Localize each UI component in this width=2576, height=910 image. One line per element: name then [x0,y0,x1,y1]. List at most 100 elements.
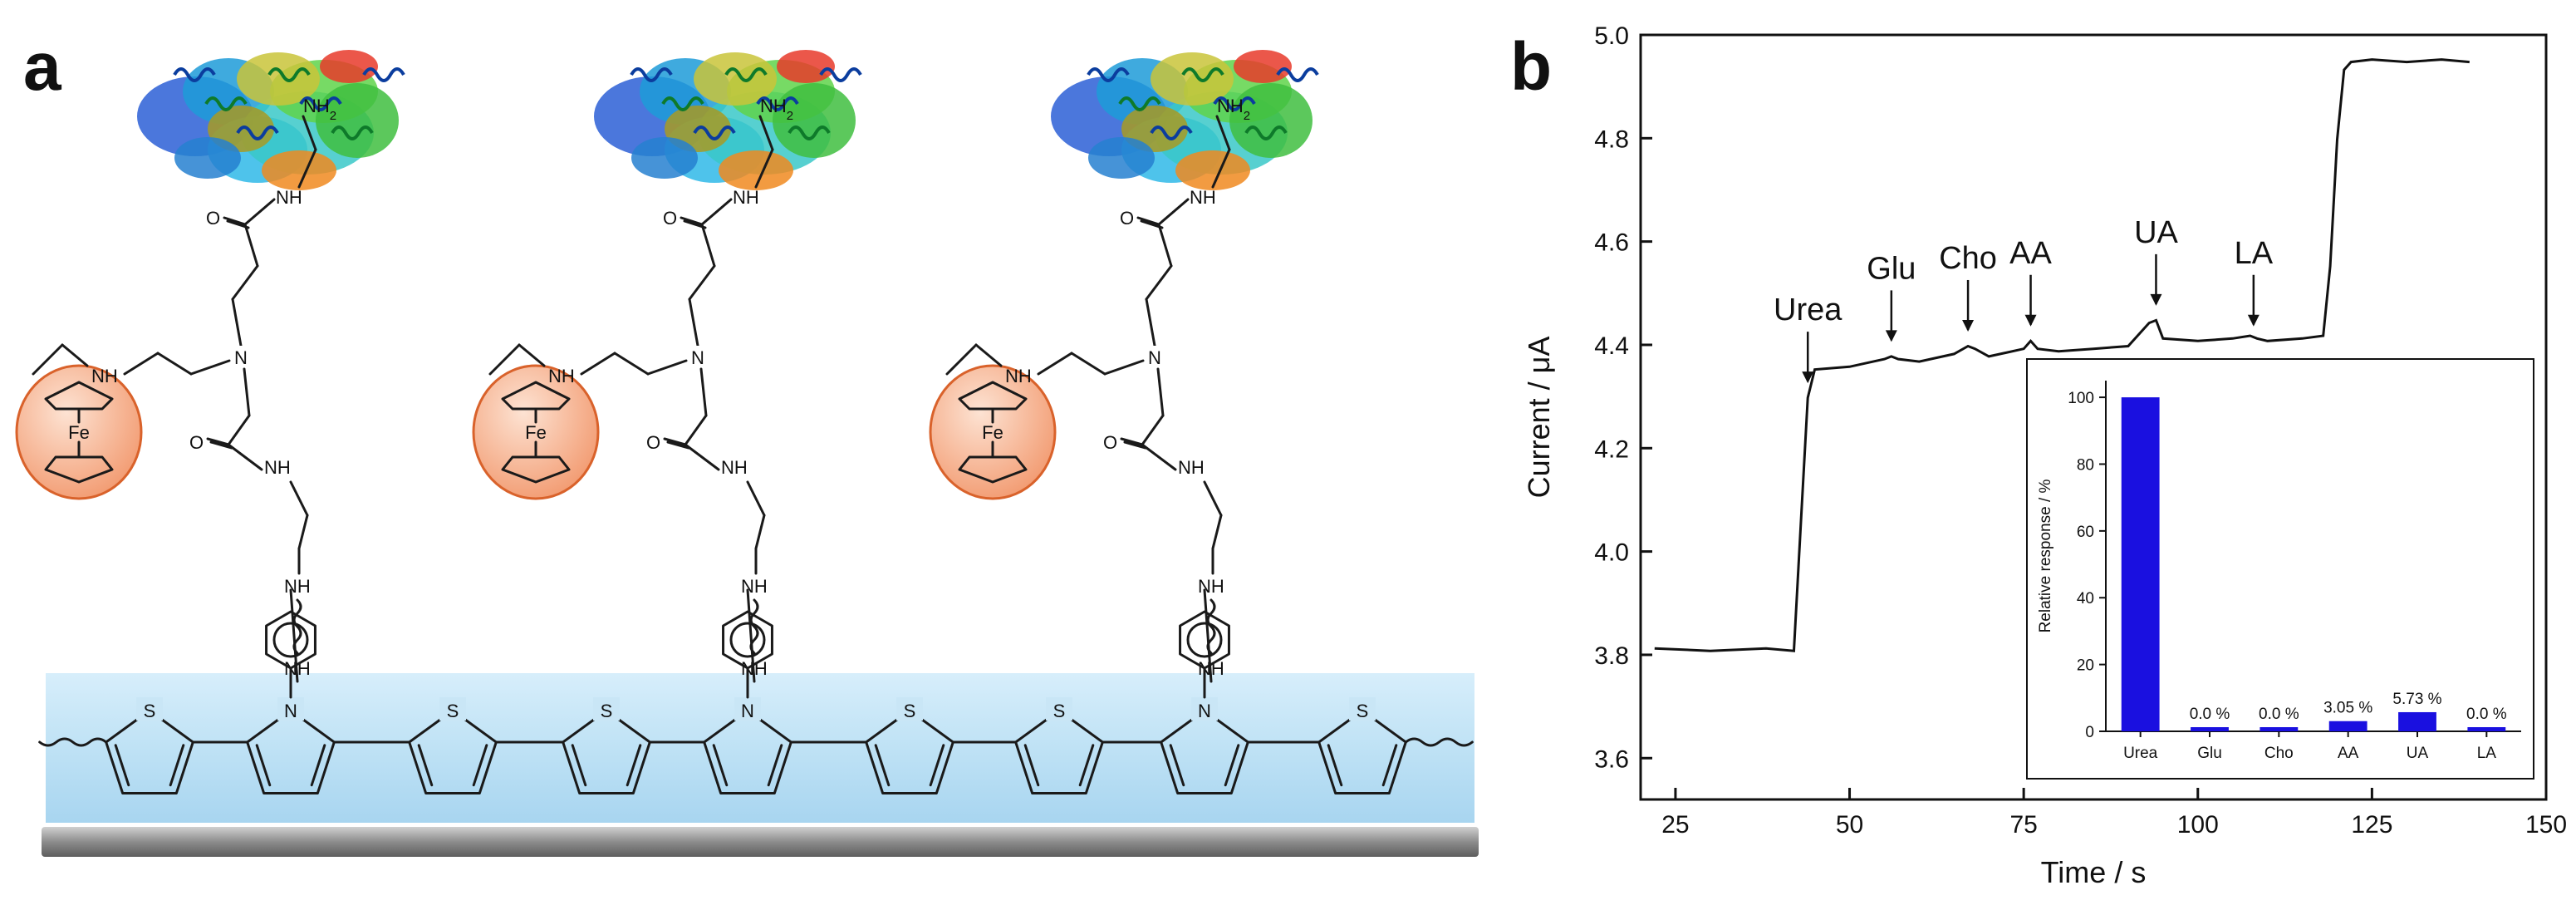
nh-atom: NH [276,187,302,208]
ring-s-2: S [408,697,498,794]
bond [206,437,230,446]
secondary-structure [1118,96,1161,111]
nitrogen-atom: N [284,701,297,721]
secondary-structure [1087,67,1130,82]
oxygen-atom: O [206,208,220,229]
cyclopentadienyl-bottom [501,455,571,484]
bond [1203,480,1223,517]
nh-atom: NH [1190,187,1216,208]
nh2-atom: NH2 [303,96,336,123]
inset-y-tick-label: 40 [2077,590,2094,607]
cyclopentadienyl-top [958,381,1028,411]
cyclopentadienyl-bottom [44,455,114,484]
protein-domain [1229,83,1313,158]
bond [1157,198,1190,226]
secondary-structure [724,67,768,82]
atom-bg [688,346,708,367]
annotation-label-aa: AA [2009,236,2052,271]
ring-outline [105,709,194,794]
bond [754,148,774,189]
ring-s-8: S [1317,697,1407,794]
bond [243,367,251,417]
bond-carbonyl-down [1141,414,1165,446]
nh-atom: NH [1178,457,1205,478]
double-bond [255,744,272,787]
x-tick-label: 50 [1836,811,1863,839]
bond [297,148,317,189]
oxygen-atom: O [663,208,677,229]
oxygen-atom: O [1120,208,1134,229]
electrode-substrate [42,827,1479,857]
bond [1141,443,1177,471]
double-bond-co [1140,219,1164,229]
protein-domain [316,83,399,158]
ring-outline [408,709,498,794]
bar-value-label: 5.73 % [2392,691,2441,708]
secondary-structure [1276,67,1319,82]
inset-y-tick-label: 80 [2077,456,2094,474]
bond-n-up [1145,298,1156,347]
bond [189,359,231,376]
panel-letter-a: a [23,29,62,105]
bond [700,198,733,226]
y-tick-label: 4.6 [1594,229,1629,257]
bond [1120,437,1144,446]
protein-domain [1088,137,1155,179]
arrow-head [1885,330,1897,342]
sulfur-atom: S [1357,701,1369,721]
bar-value-label: 3.05 % [2323,700,2372,717]
bond [1103,359,1145,376]
bond [1037,352,1073,376]
inset-x-tick-label: Glu [2197,745,2222,762]
bond-to-ferrocene [488,343,521,376]
nh2-atom: NH2 [1217,96,1250,123]
oxygen-atom: O [189,432,204,453]
double-bond [1381,744,1398,787]
bond-n-up [688,298,699,347]
bond [663,437,687,446]
protein-domain [719,150,793,190]
double-bond [472,744,488,787]
bond-to-ferrocene [945,343,978,376]
double-bond [571,744,587,787]
bond [699,367,708,417]
double-bond [169,744,185,787]
bond [518,343,546,367]
nitrogen-atom: N [741,701,754,721]
bond [297,514,309,550]
atom-bg [1349,697,1376,721]
cyclopentadienyl-top [501,381,571,411]
bar-value-label: 0.0 % [2259,706,2299,723]
bar-glu [2191,727,2229,731]
bond-carbonyl-down [227,414,251,446]
bond [613,352,650,376]
arrow-head [1802,371,1814,384]
bond [974,343,1003,367]
panel-letter-b: b [1510,29,1552,105]
nh-atom: NH [548,366,575,386]
secondary-structure [299,96,342,111]
cyclopentadienyl-bottom [958,455,1028,484]
protein-domain [237,52,320,106]
secondary-structure [236,125,279,140]
annotation-label-la: LA [2235,236,2274,271]
inset-y-tick-label: 100 [2068,390,2094,407]
enzyme-protein [1051,50,1319,190]
polymer-film [46,673,1474,823]
bond [1136,216,1160,226]
nh-atom: NH [1198,576,1224,597]
bond [223,216,247,226]
cyclopentadienyl-top [44,381,114,411]
bond [646,359,688,376]
ring-outline [703,709,792,794]
double-bond [874,744,891,787]
arrow-head [2247,314,2260,327]
bond-n-up [231,298,243,347]
atom-bg [277,697,304,721]
nh-atom: NH [733,187,759,208]
secondary-structure [819,67,862,82]
